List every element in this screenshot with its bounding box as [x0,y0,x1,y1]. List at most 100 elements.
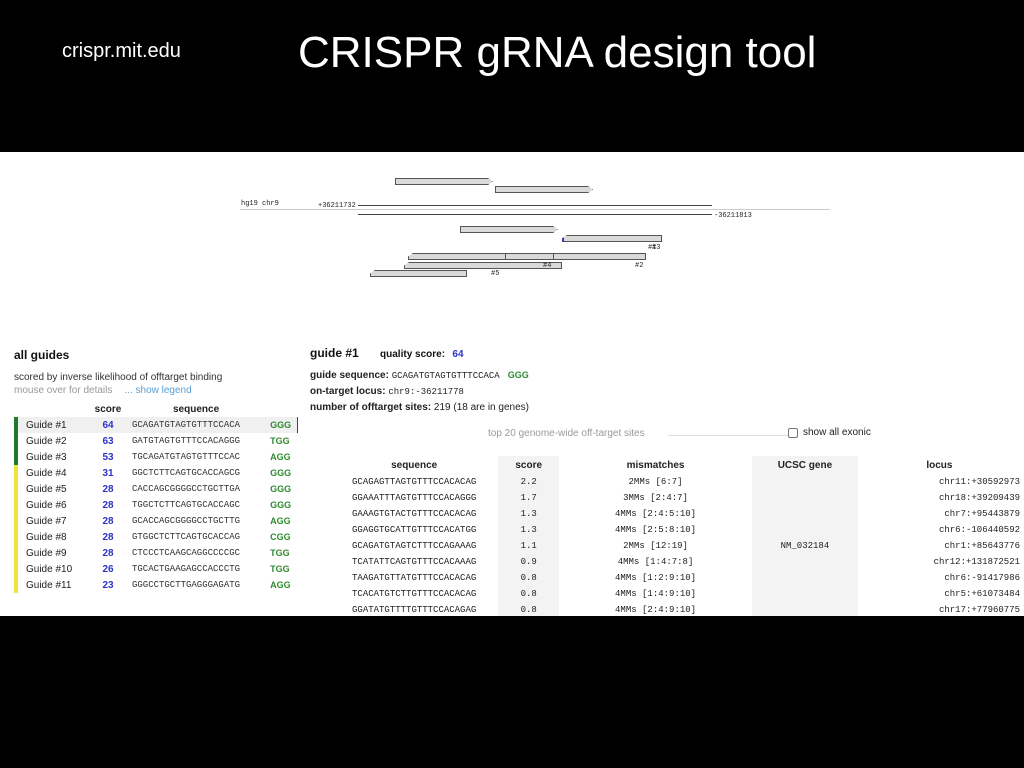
guide-label: #4 [543,262,552,270]
guide-name: Guide #4 [26,467,67,479]
guide-name: Guide #3 [26,451,67,463]
guide-score: 28 [102,499,114,511]
offtarget-sequence: GCAGAGTTAGTGTTTCCACACAG [352,477,477,487]
guide-row[interactable]: Guide #6 28 TGGCTCTTCAGTGCACCAGC GGG [14,497,298,513]
guide-name: Guide #8 [26,531,67,543]
guide-sequence: TGCAGATGTAGTGTTTCCAC [132,452,241,462]
guide-row[interactable]: Guide #8 28 GTGGCTCTTCAGTGCACCAG CGG [14,529,298,545]
guide-sequence: TGGCTCTTCAGTGCACCAGC [132,500,241,510]
offtarget-gene [752,522,858,538]
guide-sequence: GCACCAGCGGGGCCTGCTTG [132,516,241,526]
offtarget-sequence: TCATATTCAGTGTTTCCACAAAG [352,557,477,567]
offtarget-mismatches: 4MMs [1:4:7:8] [617,557,694,567]
guide-name: Guide #6 [26,499,67,511]
coord-start-label: +36211732 [318,202,356,210]
offtarget-locus: chr17:+77960775 [938,605,1020,615]
guide-feature[interactable] [460,226,558,233]
offtarget-score: 0.8 [498,586,560,602]
offtarget-mismatches: 3MMs [2:4:7] [623,493,688,503]
guide-label: #2 [635,262,644,270]
guide-name: Guide #1 [26,419,67,431]
guide-feature-selected[interactable] [562,235,662,242]
score-color-bar [14,513,18,529]
guide-score: 26 [102,563,114,575]
guide-score: 31 [102,467,114,479]
guide-name: Guide #9 [26,547,67,559]
guide-pam: AGG [270,516,291,526]
offtarget-row[interactable]: GGAAATTTAGTGTTTCCACAGGG 1.7 3MMs [2:4:7] ch… [330,490,1024,506]
offtarget-locus: chr12:+131872521 [933,557,1020,567]
offtarget-mismatches: 2MMs [6:7] [628,477,683,487]
offtarget-row[interactable]: TCATATTCAGTGTTTCCACAAAG 0.9 4MMs [1:4:7:8]… [330,554,1024,570]
score-color-bar [14,433,18,449]
show-legend-link[interactable]: ... show legend [124,385,192,396]
guide-feature[interactable] [495,186,593,193]
offtarget-sequence: GGAGGTGCATTGTTTCCACATGG [352,525,477,535]
guide-sequence: GTGGCTCTTCAGTGCACCAG [132,532,241,542]
guide-label: #1 [648,244,657,252]
guide-pam: AGG [270,580,291,590]
all-guides-heading: all guides [14,348,70,362]
guide-pam: CGG [270,532,291,542]
offtarget-score: 1.1 [498,538,560,554]
axis-forward [358,205,712,206]
guide-name: Guide #10 [26,563,73,575]
guide-feature[interactable] [370,270,467,277]
guide-score: 28 [102,531,114,543]
offtarget-score: 0.9 [498,554,560,570]
guide-feature[interactable] [505,253,554,260]
guide-score: 53 [102,451,114,463]
show-exonic-label[interactable]: show all exonic [803,427,871,438]
offtarget-locus: chr18:+39209439 [938,493,1020,503]
score-color-bar [14,465,18,481]
genome-browser[interactable]: hg19 chr9 +36211732 -36211813 #1 #3 #4 #… [240,172,840,312]
guide-score: 64 [102,419,114,431]
offtarget-gene [752,554,858,570]
offtarget-sequence: GGAAATTTAGTGTTTCCACAGGG [352,493,477,503]
seq-value: GCAGATGTAGTGTTTCCACA [391,371,500,381]
offtarget-mismatches: 4MMs [2:5:8:10] [615,525,697,535]
col-header-score: score [94,404,122,415]
guide-pam: GGG [270,468,292,478]
hint-text: mouse over for details [14,385,113,396]
offtarget-sequence: GCAGATGTAGTCTTTCCAGAAAG [352,541,477,551]
offtarget-sequence: GGATATGTTTTGTTTCCACAGAG [352,605,477,615]
offtarget-locus: chr6:-91417986 [944,573,1020,583]
guide-detail-panel: guide #1 quality score: 64 guide sequenc… [310,346,1024,616]
guide-score: 28 [102,483,114,495]
offtarget-mismatches: 4MMs [1:4:9:10] [615,589,697,599]
guide-feature[interactable] [395,178,493,185]
offtarget-toolbar: top 20 genome-wide off-target sites show… [488,426,1018,440]
guide-pam: GGG [270,484,292,494]
offtarget-gene [752,586,858,602]
guide-pam: GGG [270,500,292,510]
guide-score: 28 [102,547,114,559]
offtarget-mismatches: 4MMs [2:4:9:10] [615,605,697,615]
offtarget-score: 1.7 [498,490,560,506]
coord-end-label: -36211813 [714,212,752,220]
col-header-score: score [498,456,560,474]
show-exonic-checkbox[interactable] [788,428,798,438]
top-sites-label: top 20 genome-wide off-target sites [488,428,645,439]
guide-feature[interactable] [404,262,562,269]
screenshot-panel: hg19 chr9 +36211732 -36211813 #1 #3 #4 #… [0,152,1024,616]
guide-name: Guide #2 [26,435,67,447]
assembly-label: hg19 chr9 [241,200,279,208]
locus-label: on-target locus: [310,386,386,397]
